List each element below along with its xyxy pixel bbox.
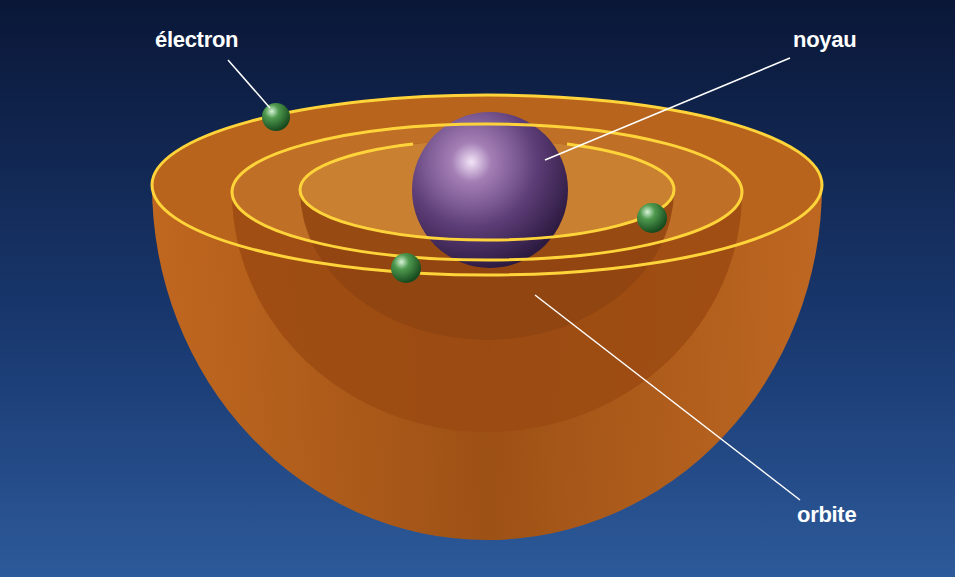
leader-line — [545, 58, 790, 160]
leader-line — [535, 295, 800, 500]
leader-line — [228, 60, 270, 108]
orbit-label: orbite — [797, 503, 856, 527]
electron-label: électron — [155, 28, 238, 52]
nucleus-label: noyau — [793, 28, 856, 52]
